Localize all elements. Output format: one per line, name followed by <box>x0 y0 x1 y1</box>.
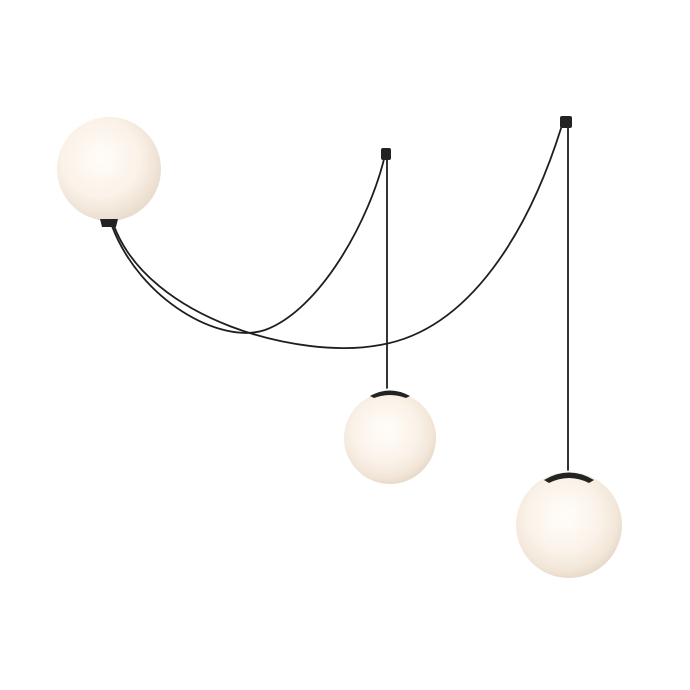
globe-right-canopy <box>544 472 594 483</box>
ceiling-mount-right <box>560 116 572 128</box>
globe-left-cap <box>100 219 118 227</box>
ceiling-mounts <box>381 116 572 160</box>
globe-middle <box>344 390 436 484</box>
cables <box>111 121 569 471</box>
ceiling-mount-middle <box>381 148 391 160</box>
globe-left <box>57 117 161 227</box>
cable-to-right-ceiling-mount <box>113 121 564 349</box>
globe-right <box>516 472 622 578</box>
cable-to-middle-ceiling-mount <box>111 154 386 334</box>
